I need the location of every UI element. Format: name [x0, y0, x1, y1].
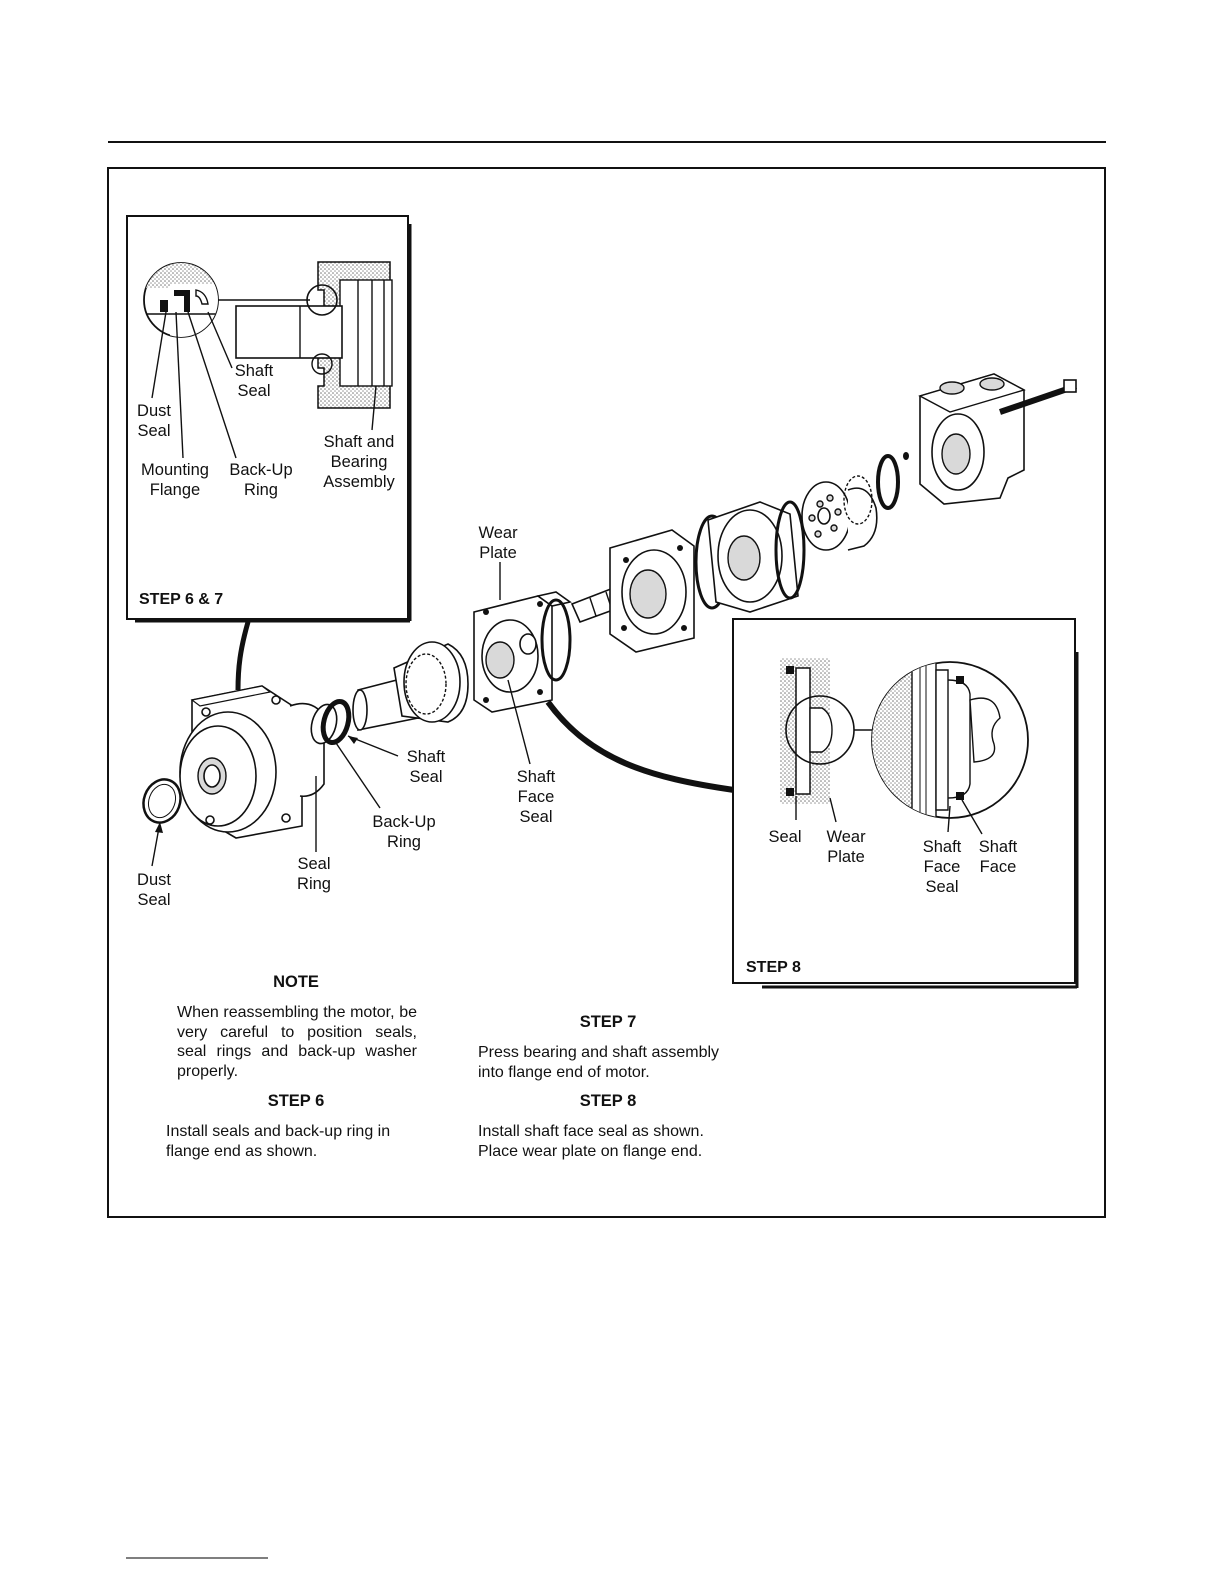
- inset8-wear-plate-label-1: Wear: [826, 828, 866, 846]
- step67-inset: Shaft Seal Dust Seal Shaft and Bearing A…: [126, 215, 412, 623]
- main-shaft-seal-label-2: Seal: [409, 768, 442, 786]
- main-wear-plate-label-2: Plate: [479, 544, 517, 562]
- connector-curve-step8: [545, 700, 735, 793]
- inset8-shaft-face-label-1: Shaft: [979, 838, 1018, 856]
- inset67-dust-seal-label-2: Seal: [137, 422, 170, 440]
- inset8-shaft-face-seal-label-3: Seal: [925, 878, 958, 896]
- main-seal-ring-label-1: Seal: [297, 855, 330, 873]
- step6-heading: STEP 6: [267, 1092, 325, 1110]
- inset67-shaft-seal-label-2: Seal: [237, 382, 270, 400]
- step8-inset-title: STEP 8: [746, 959, 801, 976]
- main-shaft-face-seal-label-3: Seal: [519, 808, 552, 826]
- note-heading: NOTE: [273, 973, 319, 991]
- main-dust-seal-label-2: Seal: [137, 891, 170, 909]
- inset67-backup-ring-label-2: Ring: [244, 481, 278, 499]
- inset67-shaft-bearing-label-3: Assembly: [323, 473, 395, 491]
- inset8-shaft-face-seal-label-1: Shaft: [923, 838, 962, 856]
- mounting-flange-icon: [179, 685, 325, 839]
- inset67-backup-ring-label-1: Back-Up: [229, 461, 292, 479]
- main-backup-ring-label-1: Back-Up: [372, 813, 435, 831]
- valve-housing-icon: [918, 373, 1077, 505]
- face-seal-magnified-circle-icon: [871, 661, 1029, 819]
- inset67-dust-seal-label-1: Dust: [137, 402, 171, 420]
- main-wear-plate-label-1: Wear: [478, 524, 518, 542]
- step8-text: Install shaft face seal as shown. Place …: [478, 1123, 704, 1160]
- figure-frame: [107, 167, 1106, 1218]
- commutator-icon: [801, 475, 878, 551]
- inset67-shaft-bearing-label-1: Shaft and: [324, 433, 395, 451]
- step8-heading: STEP 8: [579, 1092, 637, 1110]
- valve-plate-icon: [694, 500, 806, 613]
- main-shaft-face-seal-label-2: Face: [518, 788, 555, 806]
- dust-seal-ring-icon: [142, 778, 182, 824]
- shaft-housing-section-icon: [235, 261, 393, 409]
- wear-plate-icon: [473, 591, 572, 713]
- step67-inset-title: STEP 6 & 7: [139, 591, 223, 608]
- note-text: When reassembling the motor, be very car…: [177, 1004, 417, 1080]
- backup-ring-and-seal-icon: [310, 698, 352, 746]
- inset67-mounting-flange-label-1: Mounting: [141, 461, 209, 479]
- step7-text: Press bearing and shaft assembly into fl…: [478, 1044, 720, 1081]
- inset67-shaft-seal-label-1: Shaft: [235, 362, 274, 380]
- main-dust-seal-label-1: Dust: [137, 871, 171, 889]
- shaft-and-bearing-icon: [352, 641, 469, 731]
- connector-curve-step67: [235, 621, 251, 691]
- inset8-shaft-face-seal-label-2: Face: [924, 858, 961, 876]
- inset8-seal-label: Seal: [768, 828, 801, 846]
- housing-seal-rings-icon: [876, 452, 909, 510]
- main-backup-ring-label-2: Ring: [387, 833, 421, 851]
- main-seal-ring-label-2: Ring: [297, 875, 331, 893]
- inset67-shaft-bearing-label-2: Bearing: [331, 453, 388, 471]
- main-shaft-face-seal-label-1: Shaft: [517, 768, 556, 786]
- inset8-wear-plate-label-2: Plate: [827, 848, 865, 866]
- inset67-mounting-flange-label-2: Flange: [150, 481, 200, 499]
- main-shaft-seal-label-1: Shaft: [407, 748, 446, 766]
- step7-heading: STEP 7: [579, 1013, 637, 1031]
- inset8-shaft-face-label-2: Face: [980, 858, 1017, 876]
- step6-text: Install seals and back-up ring in flange…: [166, 1123, 391, 1160]
- gerotor-icon: [609, 529, 695, 653]
- step8-inset: Seal Wear Plate Shaft Face Seal Shaft Fa…: [732, 618, 1079, 989]
- face-seal-section-icon: [780, 658, 855, 804]
